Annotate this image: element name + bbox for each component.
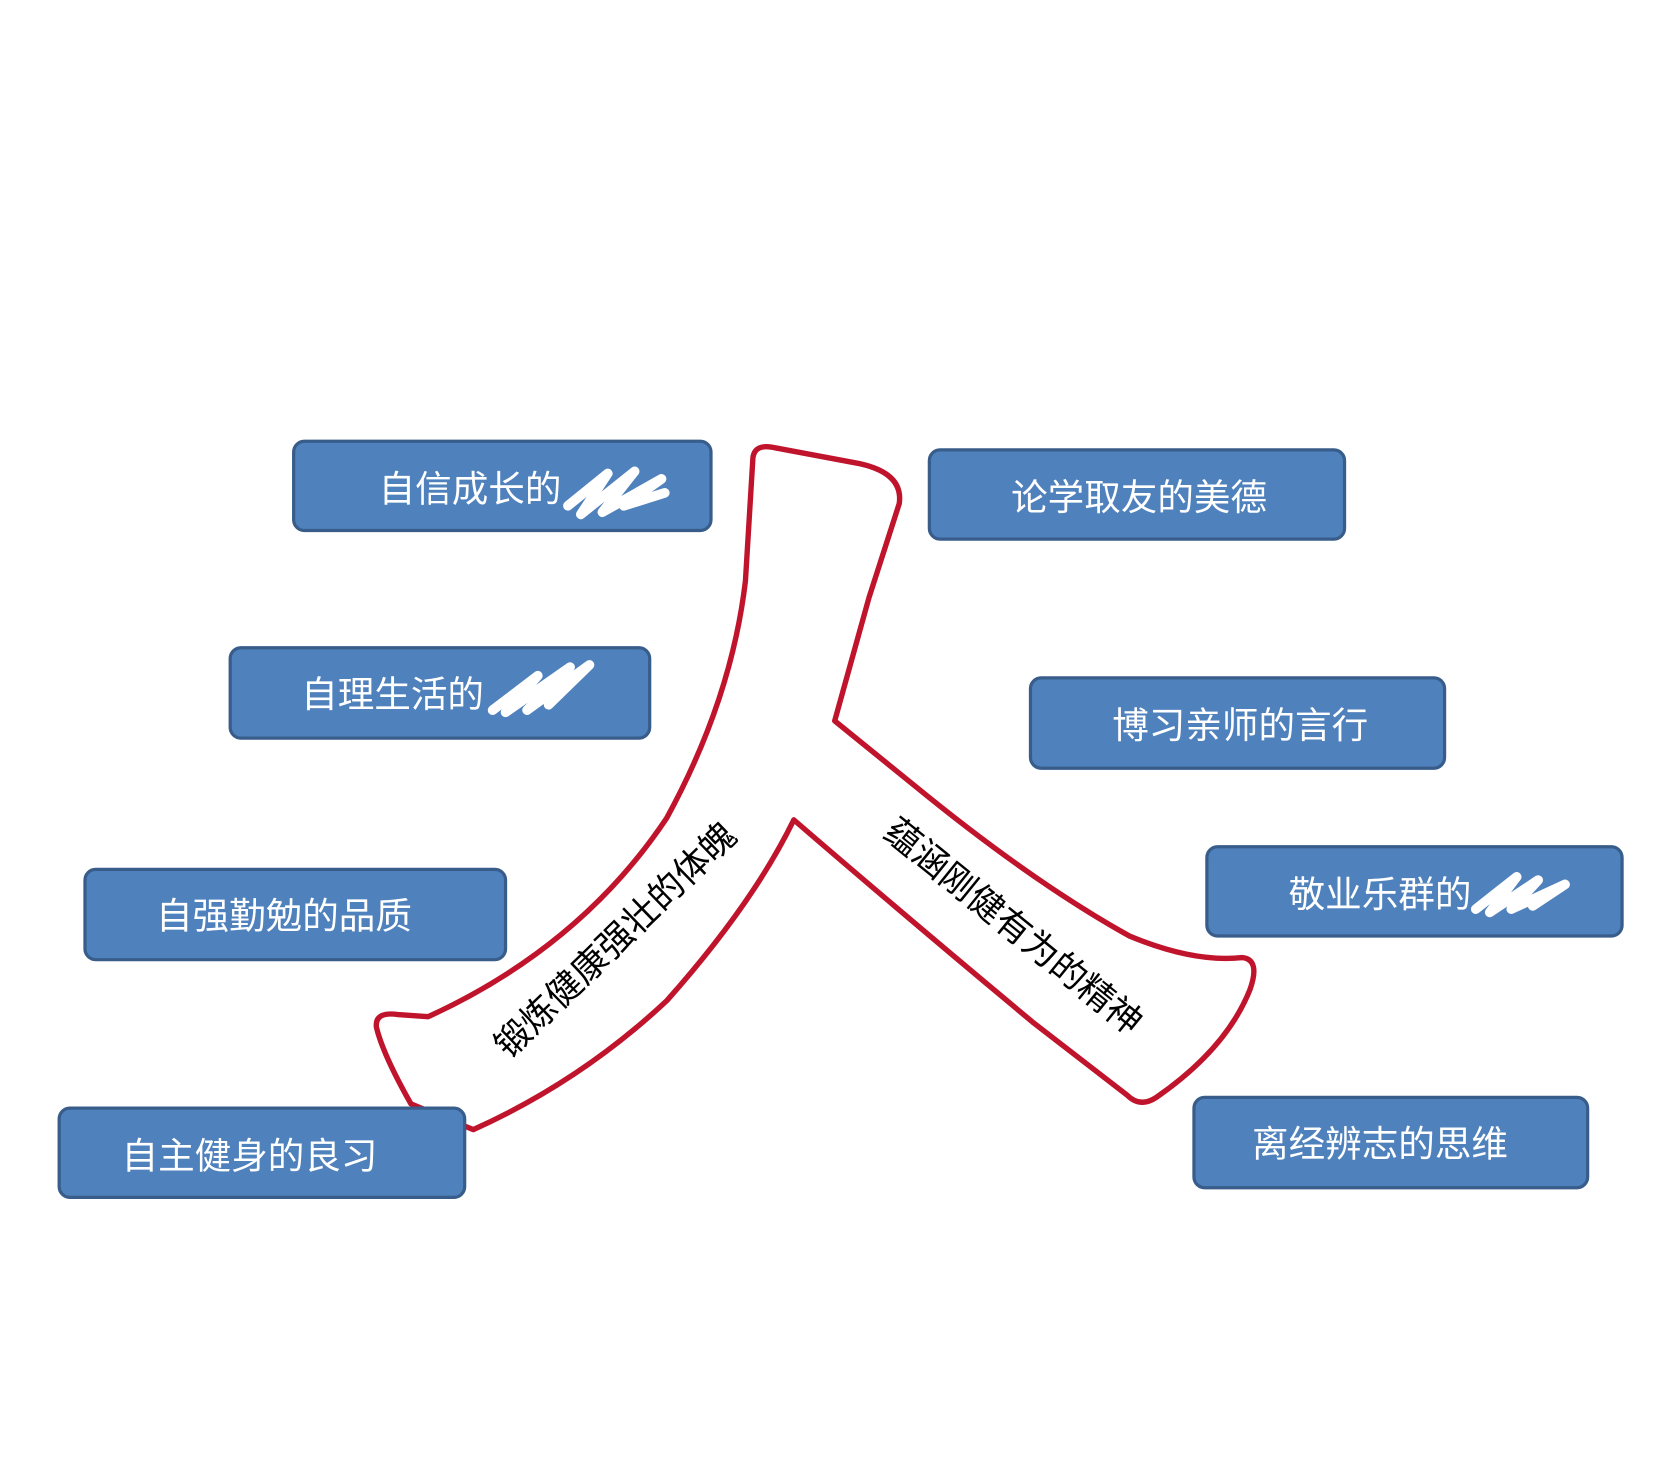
box-diligence: 自强勤勉的品质 (83, 867, 508, 962)
box-label: 自信成长的 (379, 467, 562, 510)
box-thinking: 离经辨志的思维 (1192, 1095, 1590, 1190)
box-label: 博习亲师的言行 (1112, 704, 1368, 747)
box-label: 离经辨志的思维 (1252, 1123, 1508, 1166)
ren-character-outline (373, 443, 1257, 1133)
box-self-confidence: 自信成长的 (292, 439, 713, 533)
scribble-redaction (563, 466, 670, 520)
box-label: 自强勤勉的品质 (156, 894, 412, 937)
box-label: 自主健身的良习 (122, 1134, 378, 1177)
box-label: 自理生活的 (301, 673, 484, 716)
scribble-redaction (487, 660, 595, 718)
box-self-care: 自理生活的 (228, 646, 652, 740)
box-dedication: 敬业乐群的 (1205, 845, 1624, 938)
box-label: 敬业乐群的 (1289, 873, 1472, 916)
box-conduct: 博习亲师的言行 (1028, 676, 1447, 770)
box-fitness-habit: 自主健身的良习 (57, 1106, 467, 1200)
scribble-redaction (1470, 872, 1570, 918)
box-label: 论学取友的美德 (1011, 476, 1267, 519)
box-virtue: 论学取友的美德 (927, 448, 1347, 541)
